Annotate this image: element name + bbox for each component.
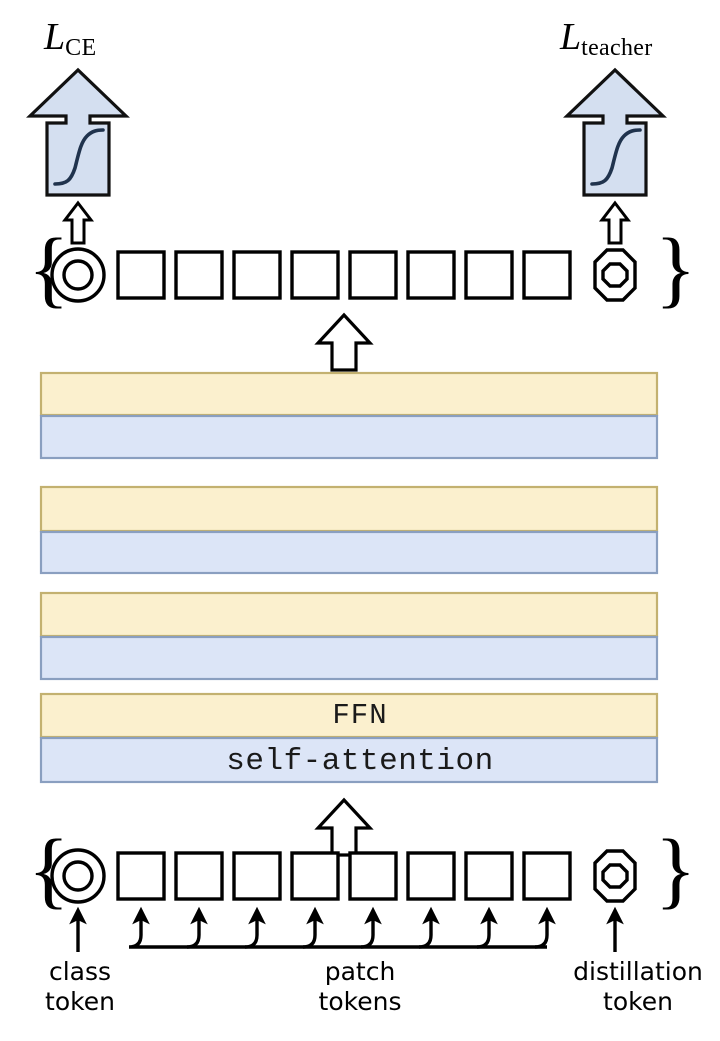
patch-riser-7 <box>476 906 498 949</box>
transformer-block-1 <box>39 591 659 681</box>
class-token-output <box>50 247 106 303</box>
caption-line-1: class <box>48 957 112 986</box>
output-token-row: { } <box>28 220 696 316</box>
caption-line-2: tokens <box>318 986 402 1016</box>
input-token-row: { } <box>28 821 696 917</box>
ffn-layer <box>39 485 659 533</box>
loss-teacher-label: Lteacher <box>560 16 653 60</box>
arrow-input-tokens-to-blocks <box>316 798 372 857</box>
self-attention-layer <box>39 635 659 681</box>
patch-riser-5 <box>360 906 382 949</box>
ffn-layer <box>39 371 659 417</box>
patch-riser-8 <box>534 906 556 949</box>
distillation-token-output <box>593 248 637 302</box>
brace-right-icon: } <box>655 220 696 316</box>
patch-riser-1 <box>128 906 547 949</box>
bottom-connectors <box>69 906 624 952</box>
patch-tokens-caption: patch tokens <box>280 957 440 1016</box>
loss-teacher-softmax-icon <box>565 68 665 197</box>
loss-ce-label: LCE <box>44 16 96 60</box>
class-token-input <box>50 848 106 904</box>
loss-symbol: L <box>44 16 66 58</box>
patch-riser-4 <box>302 906 324 949</box>
patch-tokens-input <box>116 851 572 901</box>
loss-ce-softmax-icon <box>28 68 128 197</box>
ffn-layer <box>39 591 659 638</box>
self-attention-layer <box>39 414 659 460</box>
distillation-token-input <box>593 849 637 903</box>
caption-line-2: token <box>45 986 115 1016</box>
transformer-block-2 <box>39 485 659 575</box>
loss-subscript: CE <box>65 35 97 61</box>
transformer-block-0 <box>39 692 659 784</box>
loss-subscript: teacher <box>581 35 653 61</box>
arrow-distillation-token-to-teacher-loss <box>600 201 630 245</box>
loss-symbol: L <box>560 16 582 58</box>
patch-riser-3 <box>244 906 266 949</box>
ffn-layer-labelled <box>39 692 659 739</box>
patch-tokens-output <box>116 250 572 300</box>
distillation-token-caption: distillation token <box>556 957 720 1016</box>
caption-line-1: distillation <box>573 957 703 986</box>
caption-line-2: token <box>603 986 673 1016</box>
transformer-block-3 <box>39 371 659 460</box>
caption-line-1: patch <box>324 957 396 986</box>
patch-riser-2 <box>186 906 208 949</box>
patch-riser-6 <box>418 906 440 949</box>
self-attention-layer <box>39 530 659 575</box>
class-token-caption: class token <box>0 957 160 1016</box>
brace-right-icon: } <box>655 821 696 917</box>
patch-riser-1 <box>127 913 141 941</box>
patch-token-bus <box>128 906 556 949</box>
arrow-blocks-to-output-tokens <box>316 313 372 372</box>
self-attention-layer-labelled <box>39 736 659 784</box>
